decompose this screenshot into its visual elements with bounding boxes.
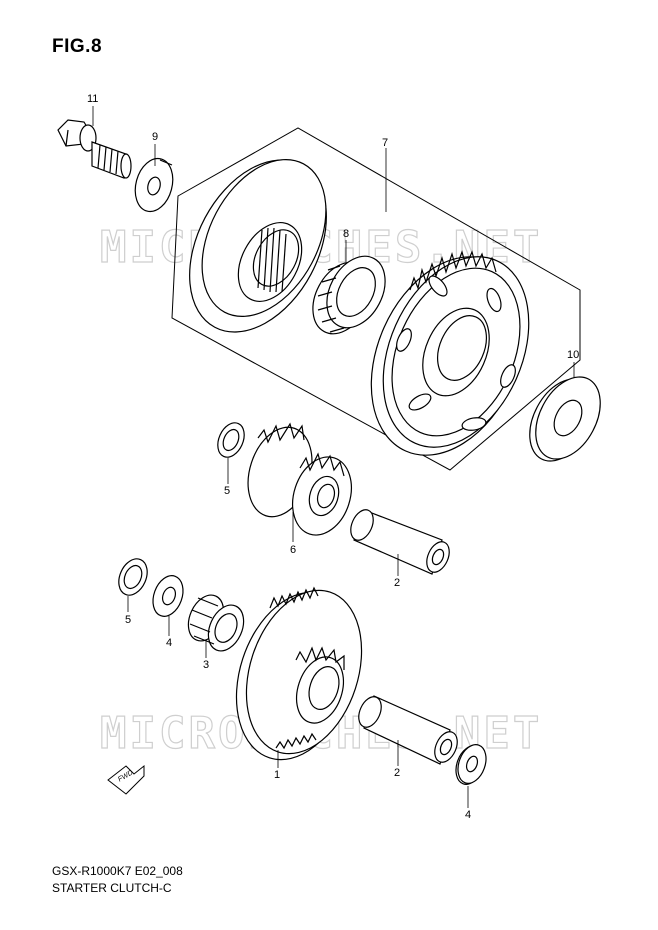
callout-5-upper: 5 — [224, 485, 230, 497]
figure-title: FIG.8 — [52, 36, 103, 57]
callout-9: 9 — [152, 131, 158, 143]
washer-part-9 — [134, 157, 174, 213]
assembly-box — [171, 127, 581, 471]
callout-2-upper: 2 — [394, 577, 400, 589]
starter-driven-gear — [370, 250, 530, 456]
starter-gear-part-1 — [235, 586, 363, 761]
callout-1: 1 — [274, 769, 280, 781]
needle-bearing-part-3 — [187, 594, 245, 652]
callout-10: 10 — [567, 349, 579, 361]
callout-labels: 11 9 7 8 10 5 6 2 5 4 3 1 2 4 — [87, 93, 579, 821]
model-code-caption: GSX-R1000K7 E02_008 — [52, 864, 183, 878]
needle-bearing-part-8 — [312, 255, 386, 335]
clutch-housing — [189, 159, 327, 333]
callout-4-left: 4 — [166, 637, 172, 649]
callout-8: 8 — [343, 228, 349, 240]
callout-4-right: 4 — [465, 809, 471, 821]
callout-5-lower: 5 — [125, 614, 131, 626]
leader-lines — [92, 106, 575, 808]
callout-6: 6 — [290, 544, 296, 556]
callout-7: 7 — [382, 137, 388, 149]
callout-11: 11 — [87, 93, 98, 105]
washer-part-4-right — [455, 744, 487, 785]
section-name-caption: STARTER CLUTCH-C — [52, 881, 172, 895]
circlip-part-5-lower — [118, 558, 148, 596]
callout-3: 3 — [203, 659, 209, 671]
washer-part-4-left — [152, 575, 184, 617]
flange-bolt-part-11 — [57, 119, 132, 179]
callout-2-lower: 2 — [394, 767, 400, 779]
shaft-part-2-upper — [350, 509, 450, 575]
shaft-part-2-lower — [358, 695, 458, 765]
fwd-arrow-icon: FWD — [107, 764, 145, 795]
idle-gear-part-6 — [247, 422, 352, 536]
thrust-washer-part-10 — [529, 376, 601, 462]
circlip-part-5-upper — [217, 422, 245, 458]
